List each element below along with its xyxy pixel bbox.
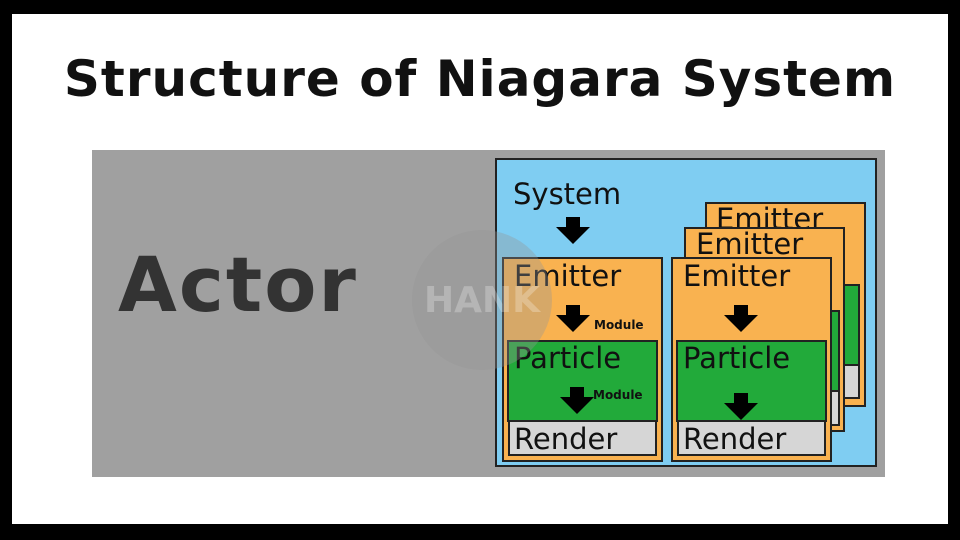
render-label: Render — [514, 422, 618, 456]
emitter-label: Emitter — [514, 259, 622, 293]
watermark-text: HANK — [423, 280, 540, 321]
module-label: Module — [594, 318, 644, 332]
arrow-down-icon — [724, 393, 758, 420]
particle-label: Particle — [683, 341, 791, 375]
arrow-down-icon — [560, 387, 594, 414]
watermark-logo — [412, 230, 552, 370]
particle-label: Particle — [514, 341, 622, 375]
render-box — [677, 420, 826, 456]
actor-label: Actor — [118, 240, 358, 329]
slide-title: Structure of Niagara System — [63, 50, 897, 108]
render-box — [508, 420, 657, 456]
render-label: Render — [683, 422, 787, 456]
arrow-down-icon — [724, 305, 758, 332]
emitter-label: Emitter — [683, 259, 791, 293]
arrow-down-icon — [556, 305, 590, 332]
module-label: Module — [593, 388, 643, 402]
arrow-down-icon — [556, 217, 590, 244]
system-label: System — [513, 177, 622, 211]
stacked-emitter-label: Emitter — [696, 227, 804, 261]
